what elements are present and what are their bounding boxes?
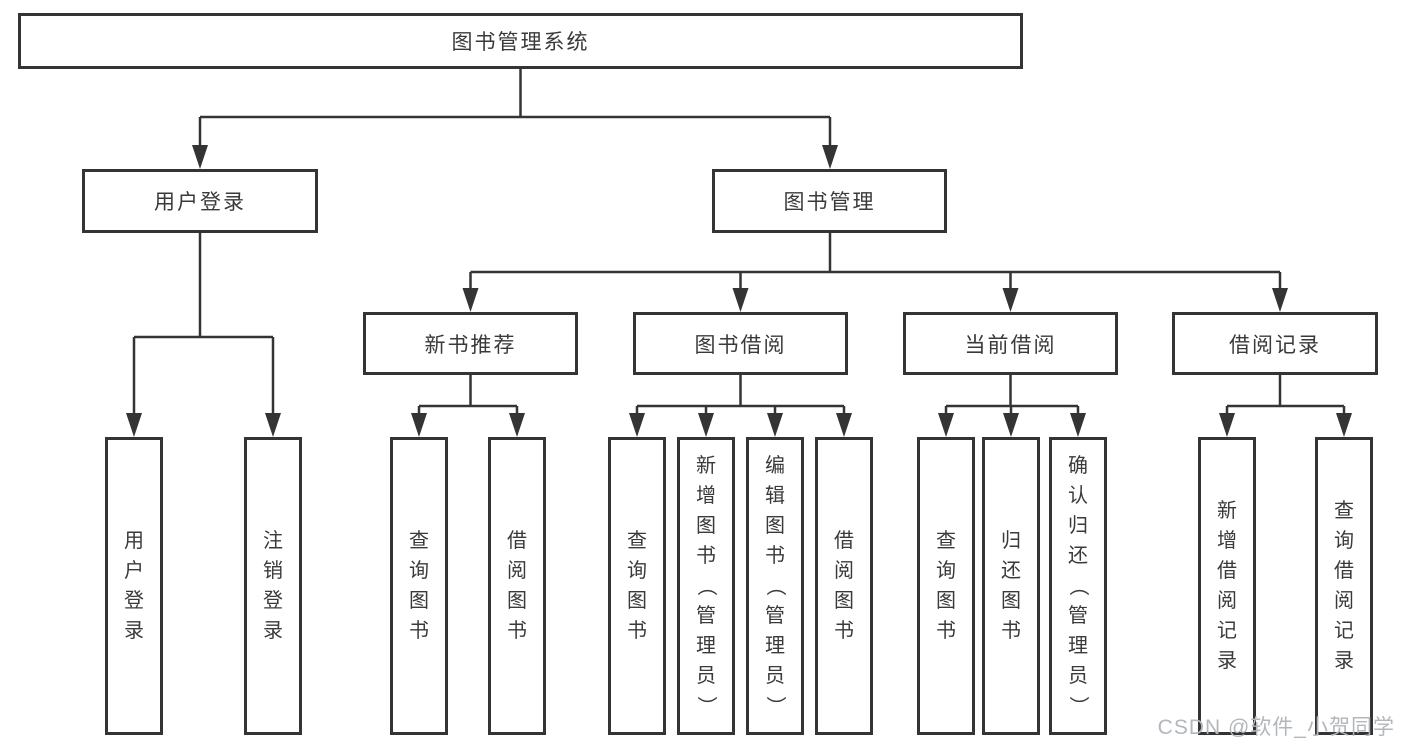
leaf-user-login-label: 用户登录: [124, 530, 144, 642]
leaf-current-query-books: 查询图书: [917, 437, 975, 735]
leaf-borrow-query-books-label: 查询图书: [627, 530, 647, 642]
leaf-recommend-query-books-label: 查询图书: [409, 530, 429, 642]
connector-bookmgmt-to-level3: [469, 233, 1282, 288]
leaf-logout: 注销登录: [244, 437, 302, 735]
node-borrow-records: 借阅记录: [1172, 312, 1378, 375]
leaf-query-borrow-record: 查询借阅记录: [1315, 437, 1373, 735]
connector-currentborrow-to-leaves: [944, 375, 1080, 413]
leaf-logout-label: 注销登录: [263, 530, 283, 642]
connector-newbook-to-leaves: [417, 375, 519, 413]
node-borrow-records-label: 借阅记录: [1229, 333, 1321, 357]
leaf-borrow-query-books: 查询图书: [608, 437, 666, 735]
leaf-recommend-borrow-books: 借阅图书: [488, 437, 546, 735]
leaf-edit-books-admin: 编辑图书（管理员）: [746, 437, 804, 735]
node-book-management-label: 图书管理: [783, 191, 876, 214]
node-book-borrow: 图书借阅: [633, 312, 848, 375]
connector-records-to-leaves: [1225, 375, 1346, 413]
leaf-add-borrow-record-label: 新增借阅记录: [1217, 500, 1237, 672]
node-book-borrow-label: 图书借阅: [694, 333, 787, 357]
leaf-add-books-admin: 新增图书（管理员）: [677, 437, 735, 735]
connector-bookborrow-to-leaves: [635, 375, 846, 413]
arrowheads: [126, 145, 1352, 437]
leaf-current-query-books-label: 查询图书: [936, 530, 956, 642]
node-current-borrow-label: 当前借阅: [964, 333, 1057, 357]
node-new-book-recommend-label: 新书推荐: [424, 333, 517, 357]
leaf-borrow-books: 借阅图书: [815, 437, 873, 735]
leaf-add-books-admin-label: 新增图书（管理员）: [695, 455, 717, 716]
node-root-label: 图书管理系统: [451, 31, 590, 54]
csdn-watermark: CSDN @软件_小贺同学: [1157, 716, 1395, 739]
node-new-book-recommend: 新书推荐: [363, 312, 578, 375]
leaf-user-login: 用户登录: [105, 437, 163, 735]
node-user-login: 用户登录: [82, 169, 318, 233]
node-root-system: 图书管理系统: [18, 13, 1023, 69]
leaf-confirm-return-admin-label: 确认归还（管理员）: [1067, 455, 1089, 716]
node-user-login-label: 用户登录: [154, 191, 246, 214]
leaf-edit-books-admin-label: 编辑图书（管理员）: [764, 455, 786, 716]
leaf-borrow-books-label: 借阅图书: [834, 530, 854, 642]
connector-userlogin-to-leaves: [132, 233, 275, 413]
leaf-add-borrow-record: 新增借阅记录: [1198, 437, 1256, 735]
leaf-recommend-query-books: 查询图书: [390, 437, 448, 735]
leaf-confirm-return-admin: 确认归还（管理员）: [1049, 437, 1107, 735]
leaf-return-books-label: 归还图书: [1001, 530, 1021, 642]
leaf-recommend-borrow-books-label: 借阅图书: [507, 530, 527, 642]
leaf-query-borrow-record-label: 查询借阅记录: [1334, 500, 1354, 672]
leaf-return-books: 归还图书: [982, 437, 1040, 735]
connector-root-to-level2: [198, 69, 832, 145]
node-book-management: 图书管理: [712, 169, 947, 233]
node-current-borrow: 当前借阅: [903, 312, 1118, 375]
